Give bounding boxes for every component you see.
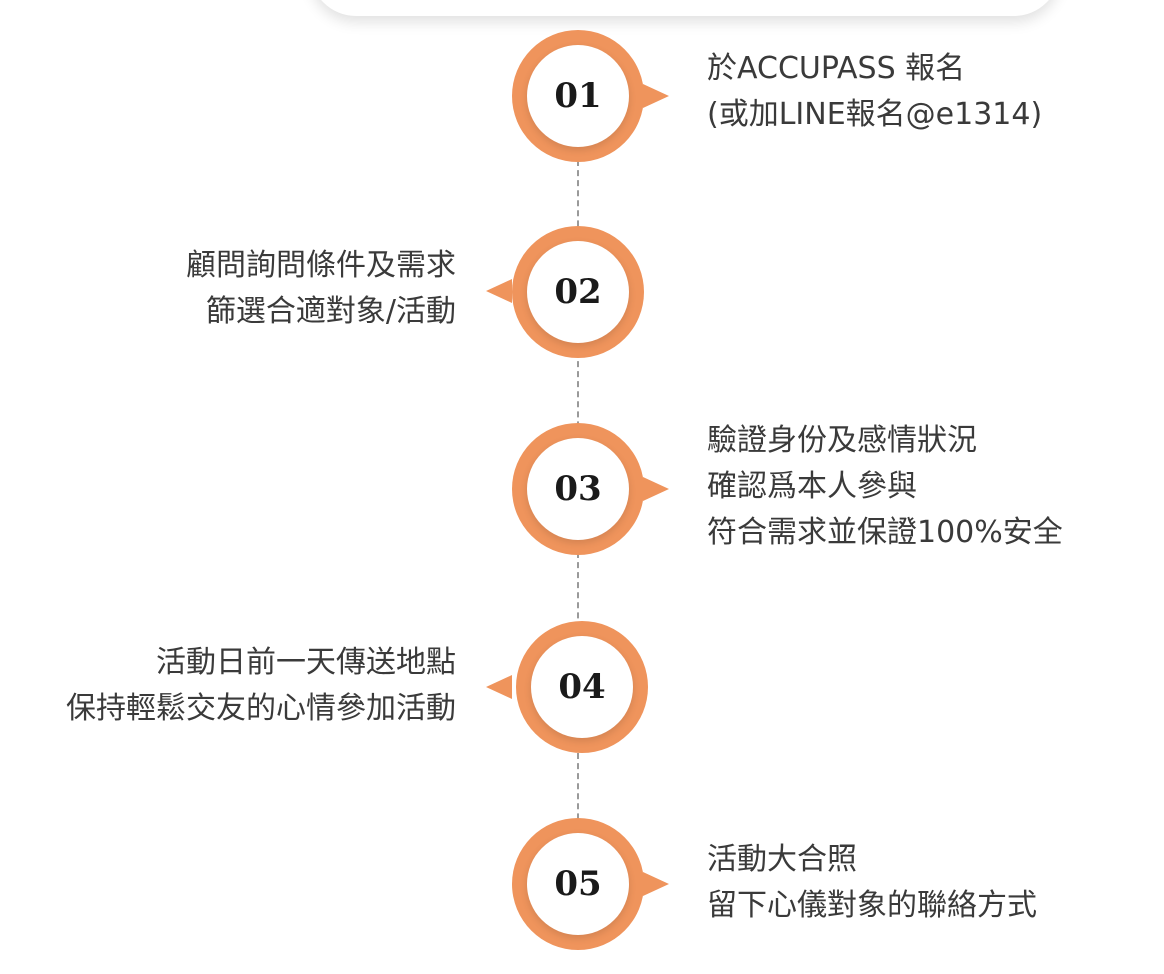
step-04-line-1: 活動日前一天傳送地點 <box>156 645 456 680</box>
step-03-line-1: 驗證身份及感情狀況 <box>707 423 977 458</box>
step-03-line-2: 確認爲本人參與 <box>707 469 917 504</box>
step-04-pointer <box>486 675 512 699</box>
step-05-text: 活動大合照 留下心儀對象的聯絡方式 <box>707 837 1037 929</box>
step-05-line-2: 留下心儀對象的聯絡方式 <box>707 888 1037 923</box>
step-01-text: 於ACCUPASS 報名 (或加LINE報名@e1314) <box>707 46 1042 138</box>
step-04-text: 活動日前一天傳送地點 保持輕鬆交友的心情參加活動 <box>66 640 456 732</box>
step-02-number: 02 <box>554 272 602 312</box>
step-01-number: 01 <box>554 76 602 116</box>
step-04-badge-inner: 04 <box>531 636 633 738</box>
step-03-pointer <box>643 477 669 501</box>
step-02-text: 顧問詢問條件及需求 篩選合適對象/活動 <box>186 243 456 335</box>
step-05-pointer <box>643 872 669 896</box>
step-05-number: 05 <box>554 864 602 904</box>
step-05-badge-inner: 05 <box>527 833 629 935</box>
step-01-badge-inner: 01 <box>527 45 629 147</box>
step-04-number: 04 <box>558 667 606 707</box>
step-03-number: 03 <box>554 469 602 509</box>
step-02-badge: 02 <box>512 226 644 358</box>
step-01-pointer <box>643 84 669 108</box>
step-01-badge: 01 <box>512 30 644 162</box>
step-02-line-2: 篩選合適對象/活動 <box>205 294 456 329</box>
top-card-edge <box>310 0 1060 16</box>
step-03-badge: 03 <box>512 423 644 555</box>
step-02-line-1: 顧問詢問條件及需求 <box>186 248 456 283</box>
step-04-badge: 04 <box>516 621 648 753</box>
step-03-line-3: 符合需求並保證100%安全 <box>707 515 1063 550</box>
step-03-text: 驗證身份及感情狀況 確認爲本人參與 符合需求並保證100%安全 <box>707 418 1063 556</box>
step-05-badge: 05 <box>512 818 644 950</box>
step-04-line-2: 保持輕鬆交友的心情參加活動 <box>66 691 456 726</box>
step-02-pointer <box>486 279 512 303</box>
step-02-badge-inner: 02 <box>527 241 629 343</box>
step-01-line-2: (或加LINE報名@e1314) <box>707 97 1043 132</box>
step-03-badge-inner: 03 <box>527 438 629 540</box>
step-05-line-1: 活動大合照 <box>707 842 857 877</box>
step-01-line-1: 於ACCUPASS 報名 <box>707 51 966 86</box>
